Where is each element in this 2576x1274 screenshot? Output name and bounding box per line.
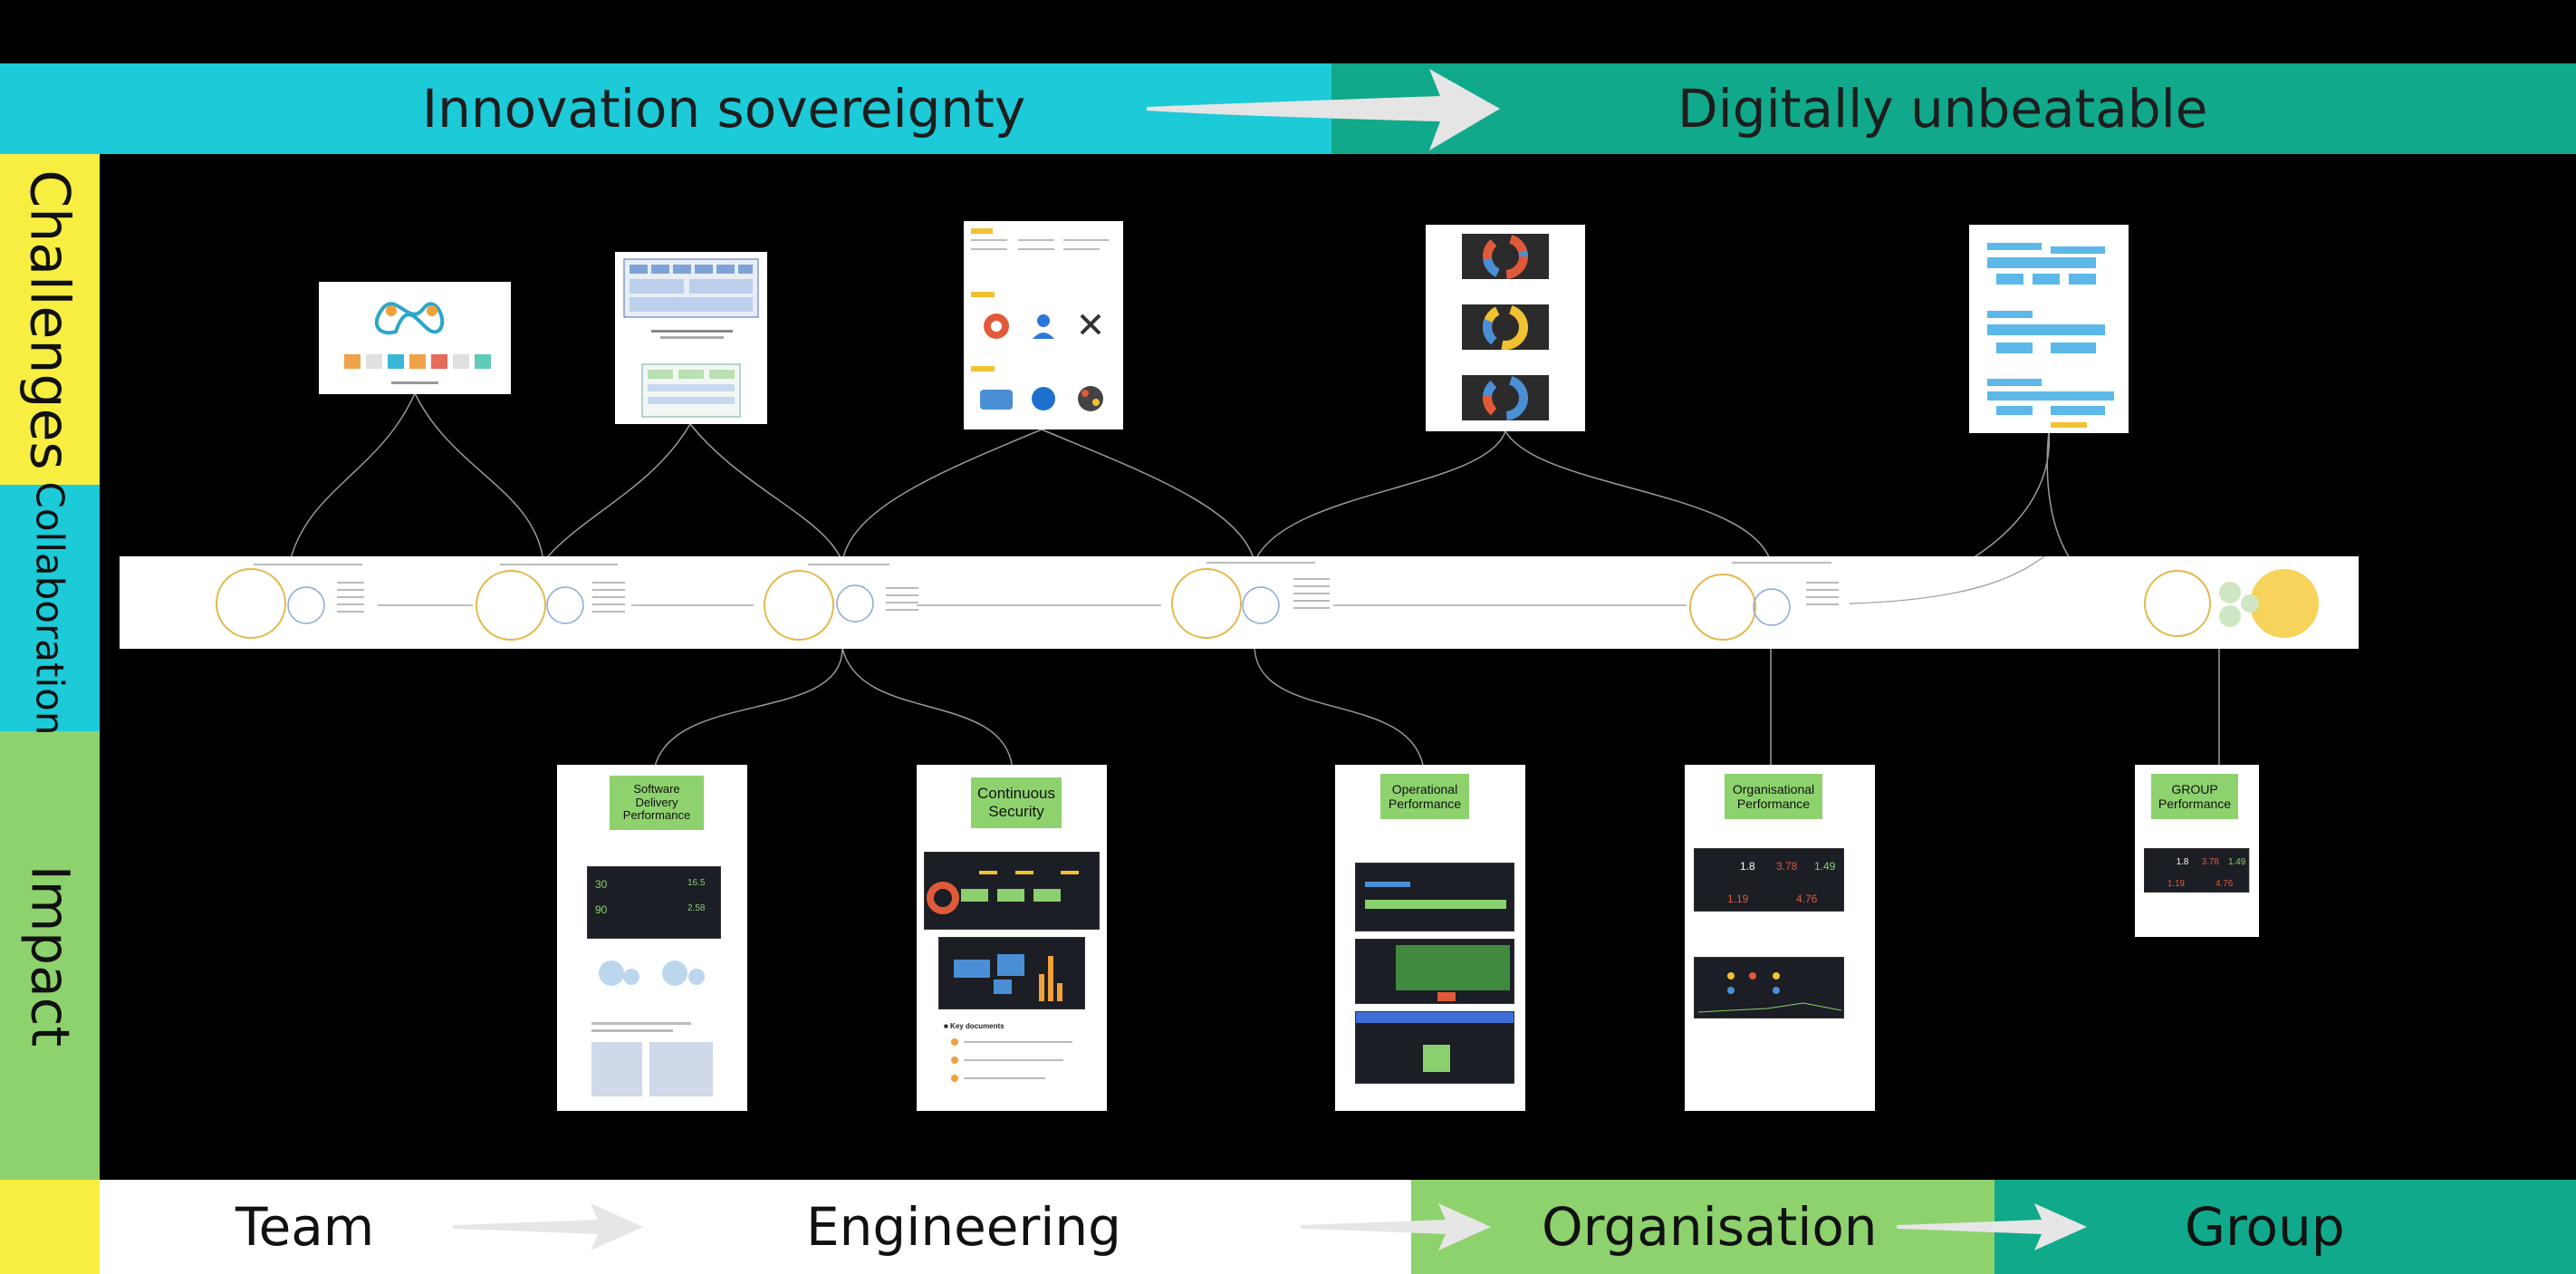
impact-card-operational: Operational Performance	[1335, 765, 1525, 1111]
top-banner-right	[1331, 63, 2576, 154]
challenge-card-capabilities	[964, 221, 1123, 429]
impact-card-organisational: Organisational Performance 1.8 3.78 1.49…	[1685, 765, 1875, 1111]
operational-dashboard-1	[1355, 863, 1514, 931]
operational-dashboard-3	[1355, 1011, 1514, 1084]
group-label: Group	[2185, 1196, 2345, 1258]
impact-band	[0, 731, 100, 1180]
operational-dashboard-2	[1355, 939, 1514, 1004]
software-delivery-note: Software Delivery Performance	[610, 776, 704, 830]
bottom-banner-group	[1994, 1180, 2576, 1274]
top-banner: Innovation sovereignty Digitally unbeata…	[0, 63, 2576, 154]
continuous-security-map	[938, 937, 1085, 1009]
top-arrow-icon	[1147, 69, 1500, 150]
challenge-card-architecture	[615, 252, 767, 424]
bottom-arrow-icon	[1301, 1203, 1491, 1250]
challenge-card-devops	[319, 282, 511, 394]
impact-card-continuous-security: Continuous Security ■ Key documents	[917, 765, 1107, 1111]
bottom-left-band	[0, 1180, 100, 1274]
organisational-dashboard-2	[1694, 957, 1844, 1018]
organisation-label: Organisation	[1542, 1196, 1878, 1258]
organisational-dashboard-1: 1.8 3.78 1.49 1.19 4.76	[1694, 848, 1844, 912]
group-dashboard: 1.8 3.78 1.49 1.19 4.76	[2144, 848, 2250, 893]
bottom-arrow-icon	[453, 1203, 643, 1250]
challenges-band	[0, 154, 100, 485]
top-banner-left	[0, 63, 1331, 154]
challenge-card-donuts	[1426, 225, 1585, 431]
bottom-banner-white	[100, 1180, 1411, 1274]
organisational-note: Organisational Performance	[1725, 774, 1822, 819]
operational-note: Operational Performance	[1380, 774, 1469, 819]
challenge-card-flows	[1969, 225, 2129, 433]
key-documents-label: ■ Key documents	[944, 1022, 1004, 1030]
innovation-sovereignty-label: Innovation sovereignty	[422, 78, 1026, 140]
collaboration-strip	[120, 556, 2359, 649]
digitally-unbeatable-label: Digitally unbeatable	[1677, 78, 2208, 140]
impact-card-software-delivery: Software Delivery Performance 30 90 16.5…	[557, 765, 747, 1111]
group-note: GROUP Performance	[2151, 774, 2238, 819]
continuous-security-note: Continuous Security	[971, 777, 1062, 828]
engineering-label: Engineering	[806, 1196, 1121, 1258]
continuous-security-dashboard	[924, 852, 1100, 930]
impact-card-group: GROUP Performance 1.8 3.78 1.49 1.19 4.7…	[2135, 765, 2259, 937]
bottom-arrow-icon	[1897, 1203, 2087, 1250]
team-label: Team	[235, 1196, 375, 1258]
software-delivery-dashboard: 30 90 16.5 2.58	[587, 866, 721, 939]
collaboration-band	[0, 485, 100, 731]
